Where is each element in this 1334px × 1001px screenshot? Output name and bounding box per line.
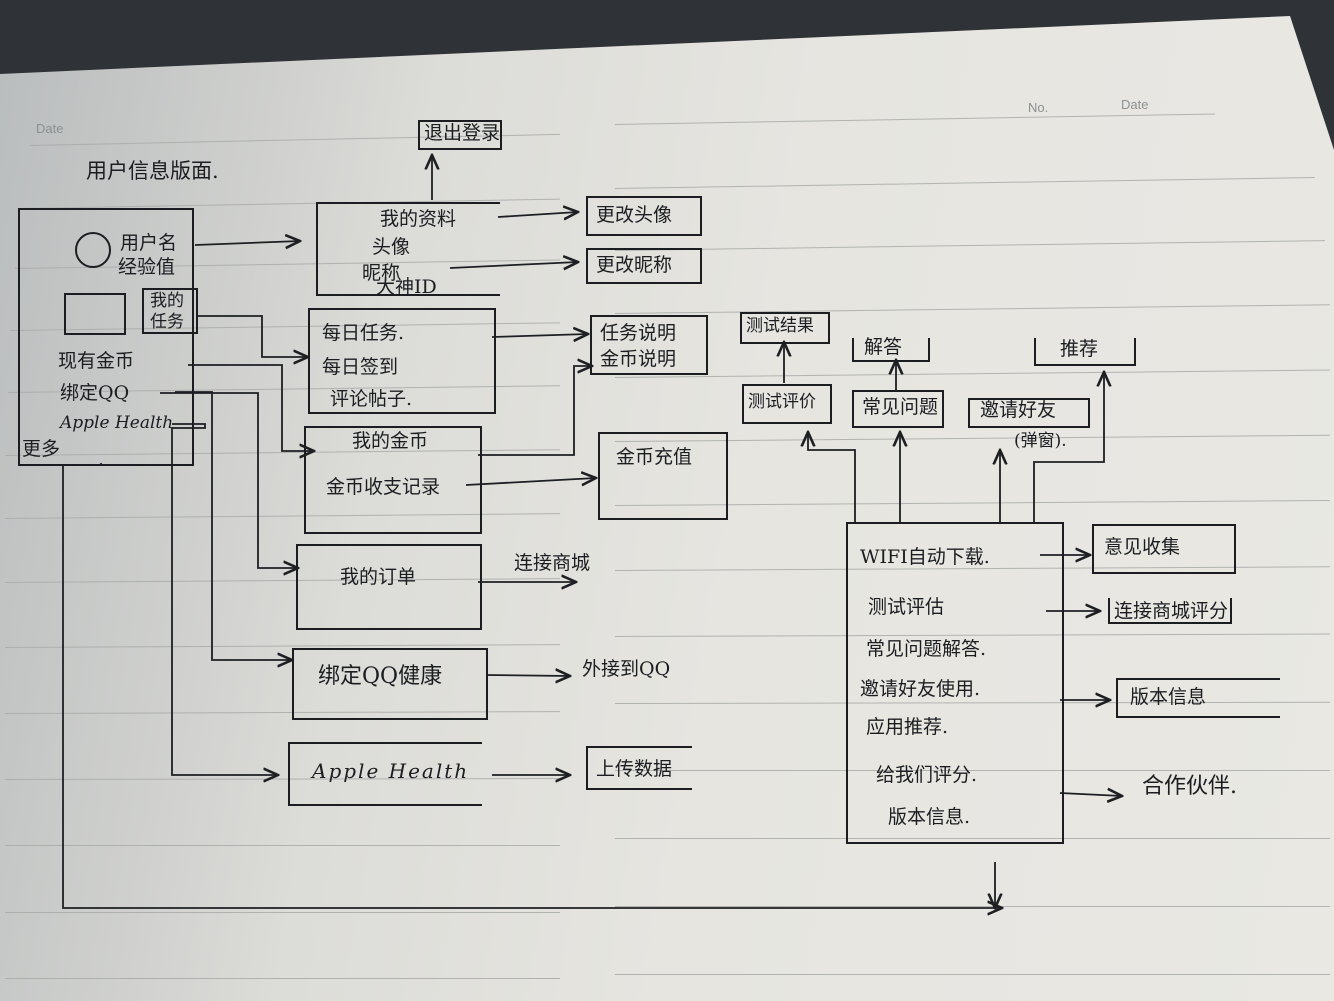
version-info-right-label: 版本信息 [1130, 686, 1207, 708]
bind-qq-label: 绑定QQ [60, 382, 130, 404]
rate-us-label: 给我们评分. [876, 764, 978, 786]
answer-label: 解答 [864, 336, 903, 358]
no-label: No. [1028, 100, 1049, 115]
my-profile-box [316, 202, 500, 296]
daily-checkin-label: 每日签到 [322, 356, 399, 378]
more-label: 更多 [22, 438, 61, 460]
coin-recharge-label: 金币充值 [616, 446, 693, 468]
change-nickname-box [586, 248, 702, 284]
my-tasks-line1: 我的 [150, 291, 184, 311]
coin-records-label: 金币收支记录 [326, 476, 441, 498]
avatar-label: 头像 [372, 236, 411, 258]
my-orders-label: 我的订单 [340, 566, 417, 588]
bind-qq-health-label: 绑定QQ健康 [318, 664, 443, 689]
my-tasks-line2: 任务 [150, 312, 184, 332]
logout-box [418, 120, 502, 150]
test-evaluation-label: 测试评估 [868, 596, 945, 618]
coin-desc-label: 金币说明 [600, 348, 677, 370]
date-label-left: Date [36, 121, 64, 136]
mall-rating-box [1108, 598, 1232, 624]
bind-qq-health-box [292, 648, 488, 720]
username-label: 用户名 [120, 232, 178, 254]
app-recommend-label: 应用推荐. [866, 716, 949, 738]
test-eval-label: 测试评价 [748, 392, 816, 412]
link-mall-label: 连接商城 [514, 552, 591, 574]
my-tasks-box [142, 288, 198, 334]
profile-panel [18, 208, 194, 466]
experience-label: 经验值 [118, 256, 176, 278]
id-label: 大神ID [376, 276, 437, 298]
daily-tasks-label: 每日任务. [322, 322, 405, 344]
task-coin-desc-box [590, 315, 708, 375]
current-coins-label: 现有金币 [58, 350, 135, 372]
popup-label: (弹窗). [1014, 431, 1067, 451]
test-eval-box [742, 384, 832, 424]
task-desc-label: 任务说明 [600, 322, 677, 344]
more-panel [846, 522, 1064, 844]
apple-health-label: Apple Health [60, 413, 174, 433]
mall-rating-label: 连接商城评分 [1114, 600, 1229, 622]
coin-recharge-box [598, 432, 728, 520]
answer-box [852, 338, 930, 362]
page-title: 用户信息版面. [86, 159, 219, 183]
invite-friends-box [968, 398, 1090, 428]
my-profile-title: 我的资料 [380, 208, 457, 230]
upload-data-box [586, 746, 692, 790]
nickname-label: 昵称 [362, 262, 401, 284]
test-result-box [740, 312, 830, 344]
version-info-box [1116, 678, 1280, 718]
invite-friends-label: 邀请好友 [980, 399, 1057, 421]
change-avatar-label: 更改头像 [596, 204, 673, 226]
invite-use-label: 邀请好友使用. [860, 678, 981, 700]
faq-label: 常见问题 [862, 396, 939, 418]
wifi-download-label: WIFI自动下载. [860, 546, 990, 568]
avatar-placeholder [75, 232, 111, 268]
apple-health-box-label: Apple Health [312, 759, 470, 783]
my-orders-box [296, 544, 482, 630]
logout-label: 退出登录 [424, 122, 501, 144]
upload-data-label: 上传数据 [596, 758, 673, 780]
image-placeholder [64, 293, 126, 335]
my-coins-box [304, 426, 482, 534]
my-coins-title: 我的金币 [352, 430, 429, 452]
recommend-box [1034, 338, 1136, 366]
faq-answer-label: 常见问题解答. [866, 638, 987, 660]
date-label-right: Date [1121, 97, 1149, 112]
comment-posts-label: 评论帖子. [330, 388, 413, 410]
apple-health-box [288, 742, 482, 806]
change-nickname-label: 更改昵称 [596, 254, 673, 276]
version-info-label: 版本信息. [888, 806, 971, 828]
recommend-label: 推荐 [1060, 338, 1099, 360]
feedback-label: 意见收集 [1104, 536, 1181, 558]
jump-qq-label: 外接到QQ [582, 658, 671, 680]
partners-label: 合作伙伴. [1142, 774, 1237, 799]
change-avatar-box [586, 196, 702, 236]
faq-box [852, 390, 944, 428]
daily-box [308, 308, 496, 414]
feedback-box [1092, 524, 1236, 574]
test-result-label: 测试结果 [746, 316, 814, 336]
